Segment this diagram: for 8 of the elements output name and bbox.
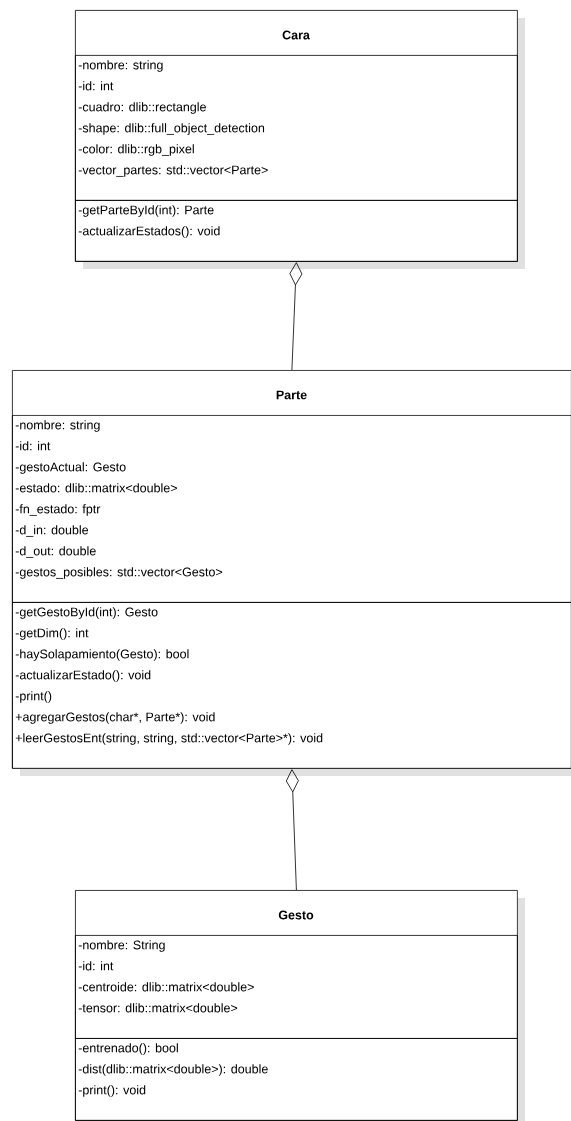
- method-list: -entrenado(): bool -dist(dlib::matrix<double>): double -print(): void: [75, 1038, 518, 1121]
- attribute-list: -nombre: string -id: int -cuadro: dlib::rectangle -shape: dlib::full_object_detection -color: dlib::rgb_pixel -vector_partes: std::vector<Parte>: [75, 55, 518, 201]
- method-list: -getParteById(int): Parte -actualizarEstados(): void: [75, 200, 518, 262]
- aggregation-line: [289, 262, 303, 371]
- attribute-list: -nombre: String -id: int -centroide: dlib::matrix<double> -tensor: dlib::matrix<double>: [75, 935, 518, 1039]
- attribute-list: -nombre: string -id: int -gestoActual: Gesto -estado: dlib::matrix<double> -fn_estado: fptr -d_in: double -d_out: double -gestos_posibles: std::vector<Gesto>: [12, 415, 571, 603]
- aggregation-line: [285, 769, 299, 891]
- method-list: -getGestoById(int): Gesto -getDim(): int -haySolapamiento(Gesto): bool -actualizarEstado(): void -print() +agregarGestos(char*, Parte*): void +leerGestosEnt(string, string, std::vector<Parte>*): void: [12, 602, 571, 769]
